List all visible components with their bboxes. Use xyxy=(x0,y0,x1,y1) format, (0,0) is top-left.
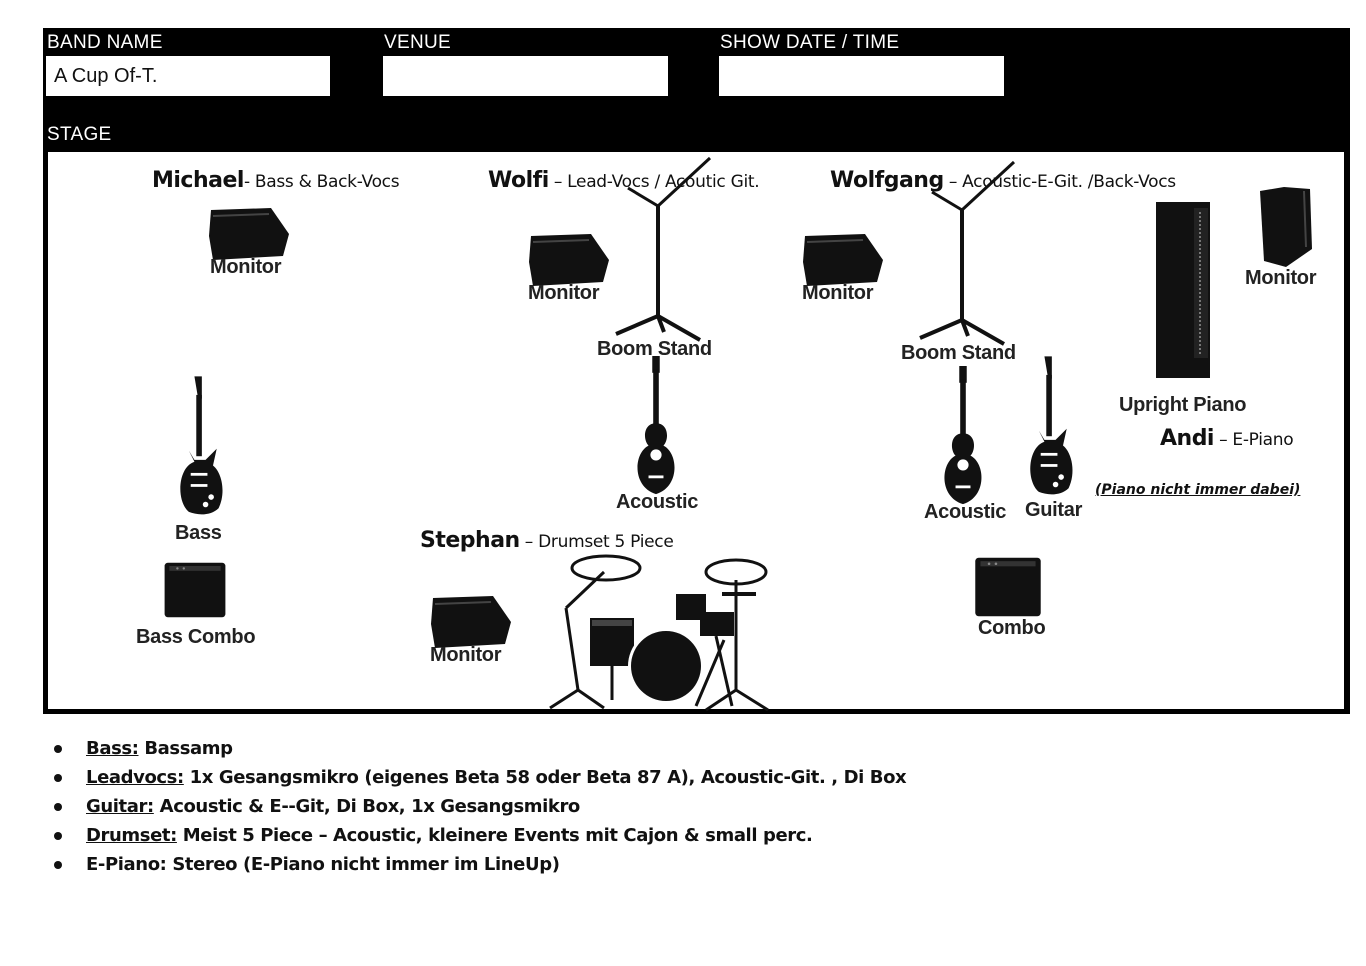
monitor-icon xyxy=(206,206,292,262)
boom-stand-label: Boom Stand xyxy=(597,338,712,360)
boom-stand-icon xyxy=(598,156,718,346)
list-item: Drumset: Meist 5 Piece – Acoustic, klein… xyxy=(50,821,906,850)
bass-combo-label: Bass Combo xyxy=(136,626,256,648)
bass-combo-icon xyxy=(164,562,226,618)
venue-label: VENUE xyxy=(384,32,451,53)
upright-piano-label: Upright Piano xyxy=(1119,394,1247,416)
acoustic-guitar-icon xyxy=(637,356,675,495)
band-name-label: BAND NAME xyxy=(47,32,163,53)
monitor-icon xyxy=(428,594,514,650)
electric-guitar-icon xyxy=(1030,356,1073,495)
monitor-label: Monitor xyxy=(802,282,874,304)
musician-wolfgang: Wolfgang – Acoustic-E-Git. /Back-Vocs xyxy=(830,168,1176,193)
show-date-field[interactable] xyxy=(719,56,1004,96)
boom-stand-icon xyxy=(902,160,1022,350)
band-name-field[interactable]: A Cup Of-T. xyxy=(46,56,330,96)
monitor-icon xyxy=(800,232,886,288)
upright-piano-icon xyxy=(1156,202,1210,378)
monitor-label: Monitor xyxy=(210,256,282,278)
stage-label: STAGE xyxy=(47,124,112,145)
venue-field[interactable] xyxy=(383,56,668,96)
bass-label: Bass xyxy=(175,522,222,544)
requirements-list: Bass: Bassamp Leadvocs: 1x Gesangsmikro … xyxy=(50,734,907,879)
guitar-label: Guitar xyxy=(1025,499,1083,521)
bass-guitar-icon xyxy=(180,376,223,515)
boom-stand-label: Boom Stand xyxy=(901,342,1016,364)
acoustic-label: Acoustic xyxy=(924,501,1007,523)
musician-stephan: Stephan – Drumset 5 Piece xyxy=(420,528,674,553)
combo-amp-icon xyxy=(975,557,1041,617)
list-item: Bass: Bassamp xyxy=(50,734,906,763)
monitor-label: Monitor xyxy=(1245,267,1317,289)
list-item: Leadvocs: 1x Gesangsmikro (eigenes Beta … xyxy=(50,763,907,792)
drum-set-icon xyxy=(549,554,769,712)
acoustic-guitar-icon xyxy=(944,366,982,505)
monitor-icon xyxy=(1258,185,1314,269)
combo-label: Combo xyxy=(978,617,1046,639)
show-date-label: SHOW DATE / TIME xyxy=(720,32,900,53)
musician-wolfi: Wolfi – Lead-Vocs / Acoutic Git. xyxy=(488,168,760,193)
list-item: Guitar: Acoustic & E--Git, Di Box, 1x Ge… xyxy=(50,792,906,821)
musician-andi: Andi – E-Piano xyxy=(1160,426,1294,451)
musician-michael: Michael- Bass & Back-Vocs xyxy=(152,168,400,193)
acoustic-label: Acoustic xyxy=(616,491,699,513)
list-item: E-Piano: Stereo (E-Piano nicht immer im … xyxy=(50,850,906,879)
monitor-label: Monitor xyxy=(430,644,502,666)
monitor-label: Monitor xyxy=(528,282,600,304)
piano-note: (Piano nicht immer dabei) xyxy=(1095,482,1301,498)
